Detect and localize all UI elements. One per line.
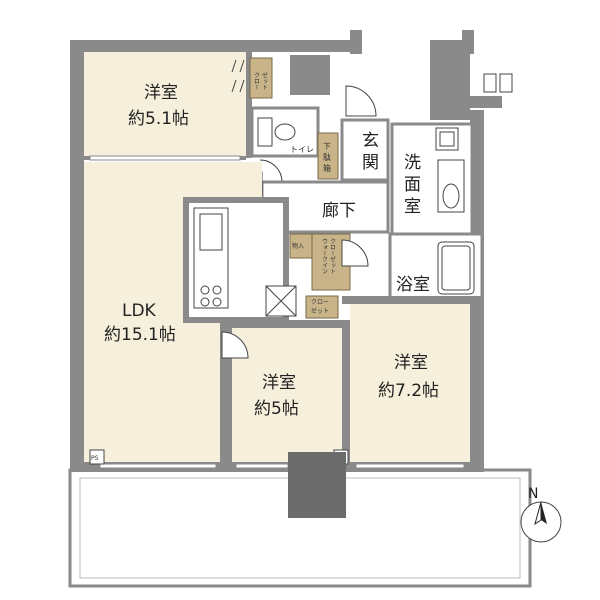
compass-north-icon: N: [520, 486, 562, 543]
western-room-2-size: 約5帖: [254, 399, 299, 419]
washroom-label-3: 室: [404, 197, 421, 217]
entrance-label-1: 玄: [362, 131, 379, 151]
closet-mid-label-1: クロー: [311, 299, 329, 306]
toilet-label: トイレ: [290, 145, 314, 154]
western-room-3-label: 洋室: [394, 353, 428, 373]
balcony-column: [288, 452, 346, 518]
entrance-label-2: 関: [362, 153, 379, 173]
shoe-box-label-3: 箱: [323, 163, 331, 173]
western-room-1-size: 約5.1帖: [128, 109, 189, 129]
closet-mid-label-2: ゼット: [311, 307, 329, 315]
outdoor-unit-icon: [462, 73, 513, 108]
western-room-2: 洋室 約5帖: [221, 320, 350, 469]
pipe-space-top: [290, 55, 330, 95]
walk-in-label-1: ウォークイン: [321, 238, 328, 274]
shoe-box-label-1: 下: [323, 142, 331, 151]
bathroom: 浴室: [388, 232, 484, 302]
storage-label: 物入: [292, 242, 304, 250]
ldk-size: 約15.1帖: [104, 325, 176, 345]
ldk-label: LDK: [122, 301, 157, 321]
compass-north-label: N: [528, 486, 538, 502]
washroom: 洗 面 室: [390, 122, 474, 236]
western-room-2-label: 洋室: [262, 373, 296, 393]
corridor-label: 廊下: [322, 201, 356, 221]
shoe-box-label-2: 駄: [323, 152, 331, 162]
closet-top-label-2: ゼット: [261, 71, 268, 90]
western-room-1-label: 洋室: [144, 83, 178, 103]
shoe-box: 下 駄 箱: [317, 132, 339, 180]
western-room-3: 洋室 約7.2帖 PS: [333, 239, 482, 469]
walk-in-label-2: クローゼット: [329, 238, 336, 274]
ps-left-label: PS: [91, 455, 99, 462]
western-room-1: クロー ゼット: [84, 52, 273, 161]
toilet-room: トイレ: [250, 106, 320, 183]
walk-in-closet: 物入 ウォークイン クローゼット クロー ゼット: [289, 233, 351, 319]
western-room-3-size: 約7.2帖: [378, 381, 439, 401]
bathroom-label: 浴室: [396, 275, 430, 295]
closet-top-label-1: クロー: [253, 72, 260, 90]
entrance: 玄 関: [340, 85, 390, 182]
washroom-label-2: 面: [404, 175, 421, 195]
washroom-label-1: 洗: [404, 153, 421, 173]
